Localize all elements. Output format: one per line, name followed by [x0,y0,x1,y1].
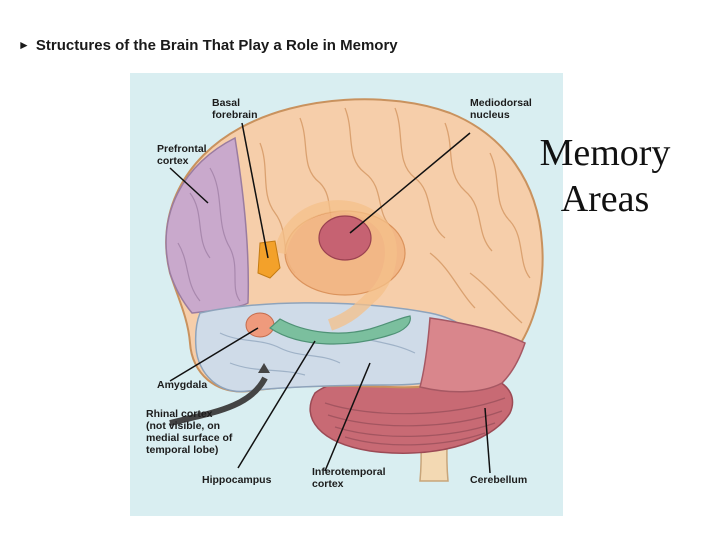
side-title: Memory Areas [525,130,685,222]
label-rhinal-cortex: Rhinal cortex (not visible, on medial su… [146,408,232,456]
side-title-line2: Areas [525,176,685,222]
label-basal-forebrain: Basal forebrain [212,97,258,121]
label-hippocampus: Hippocampus [202,474,271,486]
bullet-arrow-icon: ► [18,39,30,51]
label-mediodorsal-nucleus: Mediodorsal nucleus [470,97,532,121]
side-title-line1: Memory [525,130,685,176]
label-prefrontal-cortex: Prefrontal cortex [157,143,207,167]
label-cerebellum: Cerebellum [470,474,527,486]
slide-header: ► Structures of the Brain That Play a Ro… [18,35,398,55]
label-inferotemporal-cortex: Inferotemporal cortex [312,466,386,490]
brain-figure: Basal forebrain Mediodorsal nucleus Pref… [130,73,563,516]
label-amygdala: Amygdala [157,379,207,391]
figure-title: Structures of the Brain That Play a Role… [36,37,398,54]
